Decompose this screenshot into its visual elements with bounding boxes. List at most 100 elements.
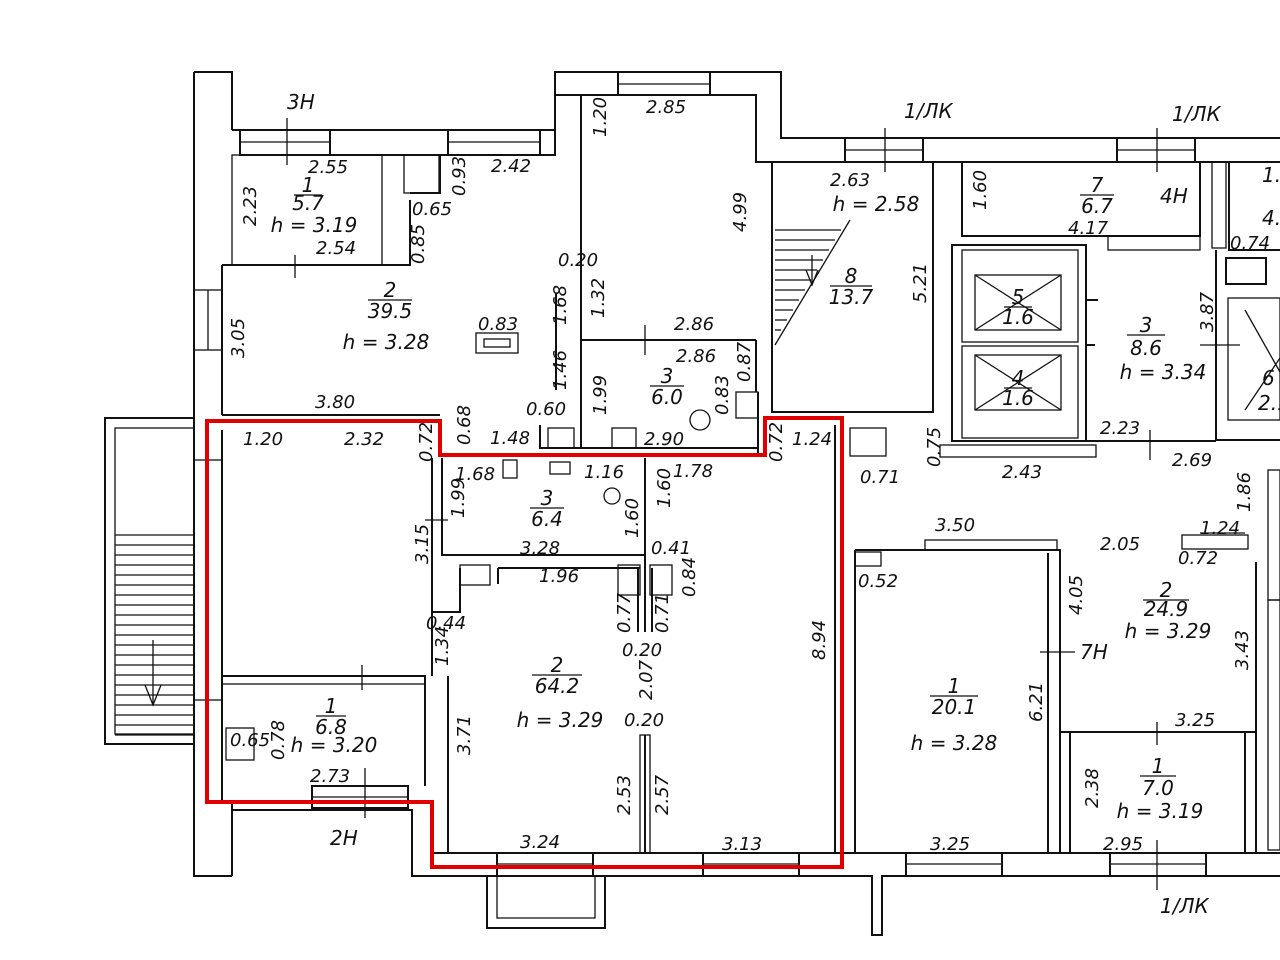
dimension-label: 2.43 bbox=[1002, 462, 1042, 483]
dimension-label: 0.41 bbox=[651, 538, 691, 559]
room-area: 39.5 bbox=[368, 299, 413, 323]
dimension-label: 2.07 bbox=[636, 659, 657, 700]
dimension-label: 2.38 bbox=[1082, 768, 1103, 808]
dimension-label: 0.72 bbox=[416, 422, 437, 462]
dimension-label: 0.60 bbox=[526, 399, 566, 420]
room-area: 6.7 bbox=[1081, 194, 1113, 218]
room-area: 6.4 bbox=[531, 507, 563, 531]
dimension-label: 2.69 bbox=[1172, 450, 1212, 471]
room-number: 6 bbox=[1262, 366, 1275, 390]
dimension-label: 1.60 bbox=[622, 498, 643, 538]
dimension-label: 2.63 bbox=[830, 170, 870, 191]
room-number: 1 bbox=[325, 694, 338, 718]
room-area: 8.6 bbox=[1130, 336, 1162, 360]
room-number: 3 bbox=[541, 486, 554, 510]
room-number: 3 bbox=[1140, 313, 1153, 337]
dimension-label: 3.28 bbox=[520, 538, 560, 559]
room-number: 7 bbox=[1091, 173, 1104, 197]
dimension-label: 2.85 bbox=[646, 97, 686, 118]
dimension-label: 2.32 bbox=[344, 429, 384, 450]
room-number: 4 bbox=[1012, 366, 1025, 390]
room-number: 1.8 bbox=[1262, 163, 1280, 187]
room-area: 6.8 bbox=[315, 715, 347, 739]
dimension-label: 3.71 bbox=[454, 715, 475, 755]
dimension-label: 2.73 bbox=[310, 766, 350, 787]
dimension-label: 0.65 bbox=[412, 199, 452, 220]
room-number: 8 bbox=[845, 264, 858, 288]
room-number: 1 bbox=[1152, 754, 1165, 778]
axis-label-3n: 3Н bbox=[287, 90, 315, 114]
dimension-label: 1.78 bbox=[673, 461, 713, 482]
dimension-label: 0.87 bbox=[734, 341, 755, 382]
dimension-label: 4.05 bbox=[1066, 575, 1087, 615]
dimension-label: 1.32 bbox=[588, 278, 609, 318]
dimension-label: 3.80 bbox=[315, 392, 355, 413]
dimension-label: 0.72 bbox=[766, 422, 787, 462]
dimension-label: 3.25 bbox=[930, 834, 970, 855]
axis-label-2n: 2Н bbox=[330, 826, 358, 850]
room-area: 64.2 bbox=[535, 674, 580, 698]
room-number: 1 bbox=[948, 674, 961, 698]
axis-label-7n: 7Н bbox=[1080, 640, 1108, 664]
dimension-label: 1.68 bbox=[550, 285, 571, 325]
room-height: h = 3.19 bbox=[271, 213, 358, 237]
interior-walls bbox=[221, 95, 1280, 854]
dimension-label: 0.72 bbox=[1178, 548, 1218, 569]
room-area: 1.6 bbox=[1002, 305, 1034, 329]
room-area: 20.1 bbox=[932, 695, 977, 719]
axis-label-1lk-b: 1/ЛК bbox=[1172, 102, 1222, 126]
room-labels: 1 5.7 h = 3.19 2 39.5 h = 3.28 3 6.0 h =… bbox=[271, 163, 1280, 823]
dimension-label: 0.20 bbox=[558, 250, 598, 271]
room-area: 7.0 bbox=[1142, 776, 1174, 800]
room-height: h = 3.19 bbox=[1117, 799, 1204, 823]
dimension-label: 0.83 bbox=[478, 314, 518, 335]
room-height: h = 3.34 bbox=[1120, 360, 1207, 384]
dimension-label: 0.65 bbox=[230, 730, 270, 751]
dimension-label: 3.13 bbox=[722, 834, 762, 855]
room-height: h = 2.58 bbox=[833, 192, 920, 216]
dimension-label: 0.85 bbox=[408, 224, 429, 264]
room-number: 2 bbox=[551, 653, 564, 677]
dimension-label: 2.53 bbox=[614, 775, 635, 815]
dimension-label: 0.74 bbox=[1230, 233, 1270, 254]
dimension-label: 1.99 bbox=[590, 375, 611, 415]
room-height: h = 3.29 bbox=[1125, 619, 1212, 643]
room-number: 1 bbox=[302, 173, 315, 197]
dimension-label: 2.42 bbox=[491, 156, 531, 177]
highlight-outline bbox=[205, 416, 844, 869]
dimension-label: 1.20 bbox=[590, 97, 611, 137]
dimension-label: 0.75 bbox=[924, 427, 945, 467]
dimension-label: 1.68 bbox=[455, 464, 495, 485]
room-number: 2 bbox=[1160, 578, 1173, 602]
dimension-label: 3.24 bbox=[520, 832, 560, 853]
dimension-label: 2.54 bbox=[316, 238, 356, 259]
dimension-label: 0.20 bbox=[622, 640, 662, 661]
dimension-label: 0.93 bbox=[449, 156, 470, 196]
dimension-label: 0.52 bbox=[858, 571, 898, 592]
building-walls bbox=[193, 71, 1280, 936]
dimension-label: 0.77 bbox=[614, 592, 635, 633]
dimension-label: 1.60 bbox=[654, 468, 675, 508]
dimension-label: 1.99 bbox=[448, 478, 469, 518]
dimension-label: 0.71 bbox=[860, 467, 900, 488]
room-area: 1.6 bbox=[1002, 386, 1034, 410]
west-stair bbox=[104, 417, 195, 745]
dimension-label: 3.87 bbox=[1197, 291, 1218, 332]
room-number: 3 bbox=[661, 364, 674, 388]
dimension-label: 0.71 bbox=[652, 593, 673, 633]
dimension-label: 2.23 bbox=[1100, 418, 1140, 439]
room-height: h = 3.28 bbox=[911, 731, 998, 755]
room-area: 24.9 bbox=[1144, 597, 1189, 621]
room-height: h = 3.29 bbox=[517, 708, 604, 732]
dimension-label: 1.34 bbox=[432, 626, 453, 666]
dimension-label: 1.60 bbox=[970, 170, 991, 210]
room-area: 5.7 bbox=[292, 191, 324, 215]
dimension-label: 0.68 bbox=[454, 405, 475, 445]
dimension-label: 2.23 bbox=[240, 186, 261, 226]
dimension-label: 5.21 bbox=[910, 263, 931, 303]
axis-marks bbox=[286, 118, 1245, 890]
dimension-label: 8.94 bbox=[809, 620, 830, 660]
axis-label-1lk-a: 1/ЛК bbox=[904, 99, 954, 123]
dimension-label: 0.44 bbox=[426, 613, 466, 634]
